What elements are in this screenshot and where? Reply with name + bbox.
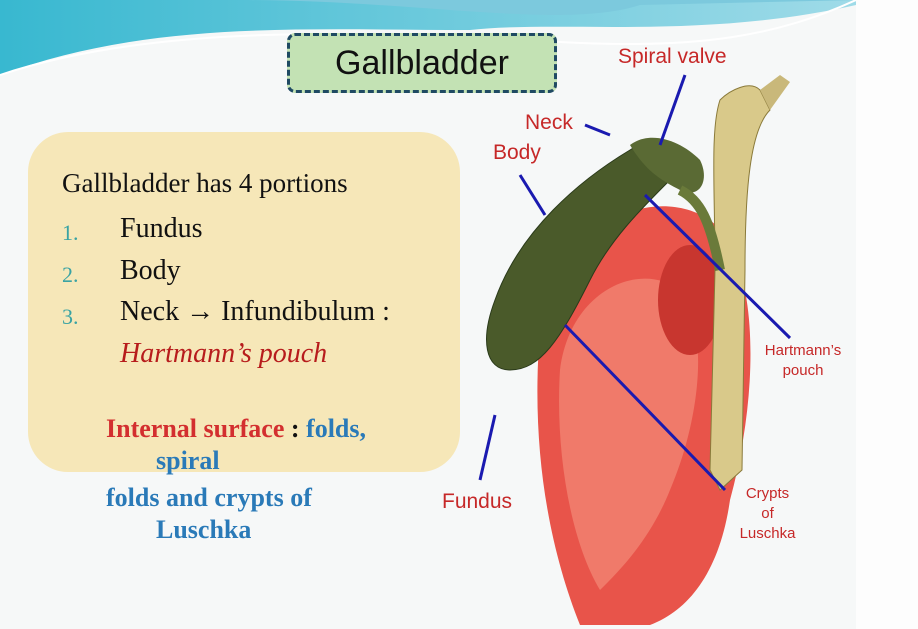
internal-line3: folds and crypts of: [106, 483, 312, 512]
item-number: 2.: [62, 262, 79, 287]
colon: :: [284, 414, 307, 443]
folds-text: folds,: [306, 414, 366, 443]
arrow-fundus: [478, 414, 497, 481]
label-line: Hartmann’s: [764, 342, 842, 359]
item-fundus: Fundus: [120, 213, 203, 244]
item-number: 3.: [62, 304, 79, 329]
internal-surface-line1: Internal surface : folds,: [106, 414, 366, 444]
item-number: 1.: [62, 220, 79, 245]
arrow-crypts: [563, 323, 727, 492]
label-body: Body: [493, 141, 541, 164]
label-line: of: [761, 505, 774, 522]
gallbladder-neck: [630, 137, 704, 193]
label-fundus: Fundus: [442, 490, 513, 513]
label-line: Crypts: [745, 485, 790, 502]
internal-line2: spiral: [156, 446, 220, 475]
panel-heading: Gallbladder has 4 portions: [62, 168, 348, 198]
label-line: Luschka: [739, 525, 796, 542]
arrow-body: [518, 174, 547, 216]
label-hartmann-pouch: Hartmann’s pouch: [757, 341, 849, 381]
internal-surface-label: Internal surface: [106, 414, 285, 443]
item-body: Body: [120, 255, 181, 286]
portions-panel: [28, 132, 460, 472]
duodenal-lumen: [658, 245, 722, 355]
arrow-hartmann: [643, 193, 792, 340]
label-crypts-of-luschka: Crypts of Luschka: [730, 484, 805, 544]
gallbladder-illustration: [478, 74, 792, 625]
label-neck: Neck: [525, 111, 573, 134]
item-neck: Neck → Infundibulum :: [120, 296, 390, 327]
slide: Gallbladder Gallbladder has 4 portions 1…: [0, 0, 856, 625]
item-hartmann: Hartmann’s pouch: [120, 338, 328, 369]
slide-title: Gallbladder: [287, 33, 557, 93]
internal-line4: Luschka: [156, 515, 252, 544]
arrow-spiral-valve: [658, 74, 687, 146]
right-margin: [856, 0, 918, 629]
label-spiral-valve: Spiral valve: [618, 45, 727, 68]
arrow-neck: [584, 123, 611, 137]
label-line: pouch: [782, 362, 824, 379]
